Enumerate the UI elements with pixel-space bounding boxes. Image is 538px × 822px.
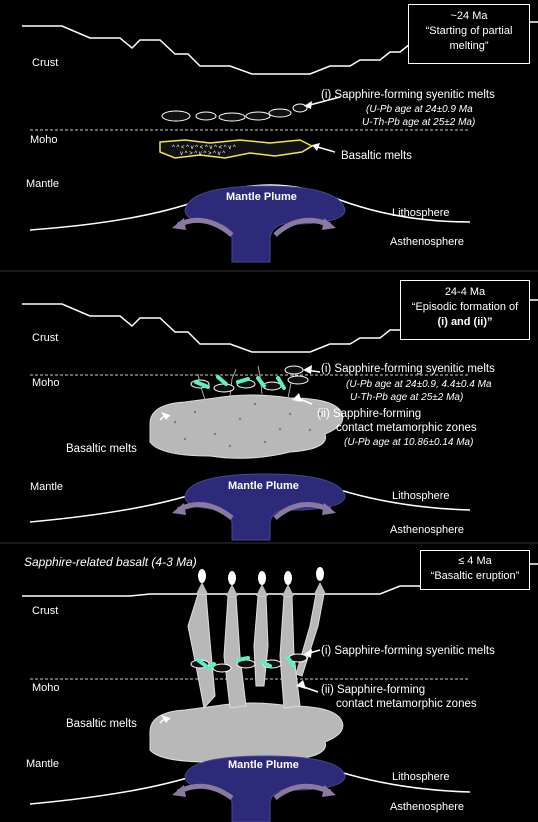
crust-label: Crust [32, 57, 59, 69]
basaltic-texture: ^ ^ < ^ v ^ < ^ v ^ < ^ v ^ v ^ > ^ v ^ … [172, 145, 236, 157]
contact-arrow [300, 685, 319, 693]
box-caption-2: melting” [449, 40, 489, 52]
crust-label: Crust [32, 605, 59, 617]
moho-label: Moho [30, 134, 58, 146]
panel-title: Sapphire-related basalt (4-3 Ma) [24, 555, 197, 569]
panel1-graphics: ^ ^ < ^ v ^ < ^ v ^ < ^ v ^ v ^ > ^ v ^ … [22, 21, 538, 263]
time-box: ~24 Ma “Starting of partial melting” [408, 4, 530, 64]
asthenosphere-label: Asthenosphere [390, 801, 464, 813]
moho-label: Moho [32, 682, 60, 694]
basalt-body [149, 702, 344, 766]
lithosphere-label: Lithosphere [392, 771, 450, 783]
plume-arrow-left-head [172, 785, 186, 797]
contact-arrow [296, 397, 313, 405]
basaltic-arrow [159, 717, 171, 724]
syenitic-melts-label: (i) Sapphire-forming syenitic melts [321, 363, 495, 375]
mantle-label: Mantle [30, 481, 64, 493]
plume-arrow-right-head [322, 503, 336, 515]
syenitic-melt-pods [190, 653, 308, 673]
basalt-conduits [187, 593, 325, 710]
panel-separator [0, 270, 538, 272]
panel-24ma: ^ ^ < ^ v ^ < ^ v ^ < ^ v ^ v ^ > ^ v ^ … [0, 0, 538, 268]
svg-text:v ^ > ^ v ^ > ^ v ^: v ^ > ^ v ^ > ^ v ^ [180, 151, 225, 157]
age-line-2: U-Th-Pb age at 25±2 Ma) [362, 117, 476, 128]
melt-arrow [305, 649, 321, 655]
basaltic-melts-label: Basaltic melts [341, 150, 412, 162]
plume-label: Mantle Plume [228, 759, 299, 771]
asthenosphere-label: Asthenosphere [390, 236, 464, 248]
panel-separator [0, 542, 538, 544]
basaltic-melts-label: Basaltic melts [66, 718, 137, 730]
box-age: ~24 Ma [450, 10, 488, 22]
plume-label: Mantle Plume [228, 480, 299, 492]
melt-arrow-head [304, 101, 312, 109]
svg-text:^ ^ < ^ v ^ < ^ v ^ < ^ v ^: ^ ^ < ^ v ^ < ^ v ^ < ^ v ^ [172, 145, 236, 151]
asthenosphere-label: Asthenosphere [390, 524, 464, 536]
time-box: ≤ 4 Ma “Basaltic eruption” [420, 550, 530, 590]
panel-4ma: Sapphire-related basalt (4-3 Ma) ≤ 4 Ma … [0, 546, 538, 822]
panel2-graphics [22, 299, 538, 541]
contact-metamorphic-zones [196, 656, 296, 670]
syenitic-melts-label: (i) Sapphire-forming syenitic melts [321, 645, 495, 657]
box-caption-2: (i) and (ii)” [437, 316, 493, 328]
contact-zones-label-2: contact metamorphic zones [336, 698, 477, 710]
box-age: ≤ 4 Ma [458, 555, 492, 567]
lithosphere-label: Lithosphere [392, 207, 450, 219]
eruption-plumes [198, 567, 324, 585]
basaltic-melt-blob [159, 139, 314, 159]
box-age: 24-4 Ma [444, 286, 486, 298]
lithosphere-label: Lithosphere [392, 490, 450, 502]
age-line-2: U-Th-Pb age at 25±2 Ma) [350, 392, 464, 403]
plume-arrow-right-head [322, 785, 336, 797]
syenitic-melt-pods [161, 103, 308, 122]
melt-arrow [305, 369, 321, 373]
basaltic-arrow-head [312, 143, 320, 151]
mantle-label: Mantle [26, 758, 60, 770]
basalt-texture [173, 402, 322, 448]
age-line-1: (U-Pb age at 24±0.9 Ma [366, 104, 473, 115]
contact-age: (U-Pb age at 10.86±0.14 Ma) [344, 437, 474, 448]
crust-label: Crust [32, 332, 59, 344]
time-box: 24-4 Ma “Episodic formation of (i) and (… [400, 280, 530, 340]
box-caption-1: “Episodic formation of [411, 301, 519, 313]
contact-zones-label-1: (ii) Sapphire-forming [317, 408, 422, 420]
melt-arrow [305, 96, 341, 107]
lithosphere-boundary [29, 184, 471, 231]
plume-label: Mantle Plume [226, 191, 297, 203]
contact-metamorphic-zones [194, 375, 286, 390]
contact-zones-label-1: (ii) Sapphire-forming [321, 684, 426, 696]
contact-zones-label-2: contact metamorphic zones [336, 422, 477, 434]
panel3-graphics [22, 563, 538, 822]
basalt-body [149, 394, 344, 459]
basaltic-arrow [159, 414, 171, 421]
plume-arrow-right-head [322, 218, 336, 230]
moho-label: Moho [32, 377, 60, 389]
box-caption-1: “Basaltic eruption” [430, 570, 520, 582]
volcanic-vents [196, 582, 326, 596]
plume-arrow-left-head [172, 503, 186, 515]
mantle-label: Mantle [26, 178, 60, 190]
basaltic-melts-label: Basaltic melts [66, 443, 137, 455]
box-caption-1: “Starting of partial [425, 25, 513, 37]
age-line-1: (U-Pb age at 24±0.9, 4.4±0.4 Ma [346, 379, 492, 390]
syenitic-melts-label: (i) Sapphire-forming syenitic melts [321, 89, 495, 101]
plume-arrow-left-head [172, 218, 186, 230]
panel-24-4ma: 24-4 Ma “Episodic formation of (i) and (… [0, 274, 538, 541]
